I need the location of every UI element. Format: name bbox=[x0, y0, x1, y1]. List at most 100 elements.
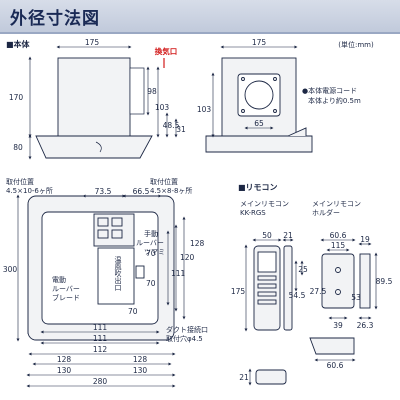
front-view-screw-1 bbox=[241, 77, 245, 81]
front-view-screw-4 bbox=[273, 109, 277, 113]
dim-bottom-66-5: 66.5 bbox=[133, 187, 150, 196]
page-title: 外径寸法図 bbox=[10, 9, 100, 29]
remote-button-row-2 bbox=[257, 283, 277, 289]
exhaust-label: 換気口 bbox=[155, 46, 178, 56]
dim-front-65: 65 bbox=[254, 119, 264, 128]
remote-main-1: メインリモコン bbox=[240, 200, 289, 208]
holder-body bbox=[321, 253, 355, 309]
bottom-view-button-3 bbox=[97, 229, 109, 239]
remote-bottom-profile bbox=[255, 369, 287, 385]
front-view-screw-3 bbox=[241, 109, 245, 113]
holder-hole-1 bbox=[335, 267, 341, 273]
unit-note: (単位:mm) bbox=[338, 40, 374, 49]
dim-bottom-111a: 111 bbox=[93, 323, 108, 332]
dim-bottom-300: 300 bbox=[3, 265, 18, 274]
duct-1: ダクト接続口 bbox=[166, 325, 208, 334]
holder-hole-2 bbox=[335, 289, 341, 295]
vertical-outlet-label: 温風吹出口 bbox=[114, 255, 122, 291]
dim-bottom-128-right: 128 bbox=[190, 239, 205, 248]
dim-bottom-280: 280 bbox=[93, 377, 108, 386]
bottom-view-knob bbox=[135, 265, 145, 279]
title-bar: 外径寸法図 bbox=[0, 0, 400, 34]
bottom-view-button-4 bbox=[111, 229, 123, 239]
front-view-screw-2 bbox=[273, 77, 277, 81]
side-view-exhaust-port bbox=[129, 67, 145, 115]
front-view-port-ring bbox=[244, 80, 274, 110]
bottom-view bbox=[16, 194, 186, 388]
mount-right-2: 4.5×8-8ヶ所 bbox=[150, 186, 192, 195]
remote-main-2: KK-RGS bbox=[240, 209, 266, 217]
remote-button-row-4 bbox=[257, 299, 277, 305]
cord-note-1: ●本体電源コード bbox=[302, 86, 357, 95]
dim-remote-21: 21 bbox=[283, 231, 293, 240]
remote-holder-1: メインリモコン bbox=[312, 200, 361, 208]
dim-bottom-70a: 70 bbox=[146, 249, 156, 258]
dim-bottom-70b: 70 bbox=[146, 279, 156, 288]
dim-front-103: 103 bbox=[197, 105, 212, 114]
louver-1: 電動 bbox=[52, 275, 66, 284]
dim-bottom-73-5: 73.5 bbox=[95, 187, 112, 196]
manual-knob-1: 手動 bbox=[144, 229, 158, 238]
dim-holder-89-5: 89.5 bbox=[376, 277, 393, 286]
dim-remote-175: 175 bbox=[231, 287, 246, 296]
bottom-view-outlet bbox=[97, 247, 135, 305]
manual-knob-3: ツマミ bbox=[144, 248, 165, 256]
dim-bottom-120: 120 bbox=[180, 253, 195, 262]
side-view-lower-body bbox=[35, 135, 153, 159]
mount-left-1: 取付位置 bbox=[6, 177, 34, 186]
dim-bottom-70c: 70 bbox=[128, 307, 138, 316]
dim-holder-53: 53 bbox=[351, 293, 361, 302]
dim-remote-21b: 21 bbox=[239, 373, 249, 382]
dim-bottom-130b: 130 bbox=[133, 366, 148, 375]
remote-button-row-1 bbox=[257, 275, 277, 281]
mount-left-2: 4.5×10-6ヶ所 bbox=[6, 186, 53, 195]
dim-side-103: 103 bbox=[155, 103, 170, 112]
dim-remote-54-5: 54.5 bbox=[289, 291, 306, 300]
dim-bottom-111b: 111 bbox=[93, 334, 108, 343]
louver-2: ルーバー bbox=[52, 285, 80, 293]
dim-side-width: 175 bbox=[85, 38, 100, 47]
dim-side-98: 98 bbox=[147, 87, 157, 96]
dim-side-31: 31 bbox=[176, 125, 186, 134]
side-view bbox=[28, 45, 178, 160]
remote-holder-drawing bbox=[248, 238, 378, 386]
bottom-view-button-2 bbox=[111, 217, 123, 227]
section-body-label: ■本体 bbox=[6, 39, 31, 49]
dim-bottom-130a: 130 bbox=[57, 366, 72, 375]
remote-side bbox=[283, 245, 293, 331]
cord-note-2: 本体より約0.5m bbox=[308, 96, 361, 105]
dim-remote-25: 25 bbox=[298, 265, 308, 274]
dim-front-width: 175 bbox=[252, 38, 267, 47]
front-view-lower-body bbox=[205, 135, 313, 153]
dim-holder-39: 39 bbox=[333, 321, 343, 330]
dim-holder-27-5: 27.5 bbox=[310, 287, 327, 296]
dim-side-48-5: 48.5 bbox=[163, 121, 180, 130]
dim-remote-50: 50 bbox=[262, 231, 272, 240]
remote-button-row-3 bbox=[257, 291, 277, 297]
louver-3: ブレード bbox=[52, 293, 80, 302]
dim-bottom-128c: 128 bbox=[57, 355, 72, 364]
mount-right-1: 取付位置 bbox=[150, 177, 178, 186]
dim-bottom-112: 112 bbox=[93, 345, 108, 354]
dim-side-lower-height: 80 bbox=[13, 143, 23, 152]
section-remote-label: ■リモコン bbox=[238, 183, 278, 192]
remote-holder-2: ホルダー bbox=[312, 208, 340, 217]
remote-screen bbox=[257, 251, 277, 273]
bottom-view-button-1 bbox=[97, 217, 109, 227]
dim-holder-115: 115 bbox=[331, 241, 346, 250]
front-view-corner bbox=[287, 127, 307, 137]
side-view-cord bbox=[95, 141, 102, 153]
dim-side-upper-height: 170 bbox=[9, 93, 24, 102]
dim-bottom-111-right: 111 bbox=[171, 269, 186, 278]
front-view-port bbox=[237, 73, 281, 117]
remote-main-drawing bbox=[244, 238, 304, 332]
dim-holder-60-6b: 60.6 bbox=[327, 361, 344, 370]
dim-holder-19: 19 bbox=[360, 235, 370, 244]
manual-knob-2: ルーバー bbox=[136, 239, 164, 247]
side-view-upper-box bbox=[57, 57, 131, 137]
front-view bbox=[205, 45, 313, 153]
dim-holder-26-3: 26.3 bbox=[357, 321, 374, 330]
holder-side bbox=[359, 253, 371, 309]
